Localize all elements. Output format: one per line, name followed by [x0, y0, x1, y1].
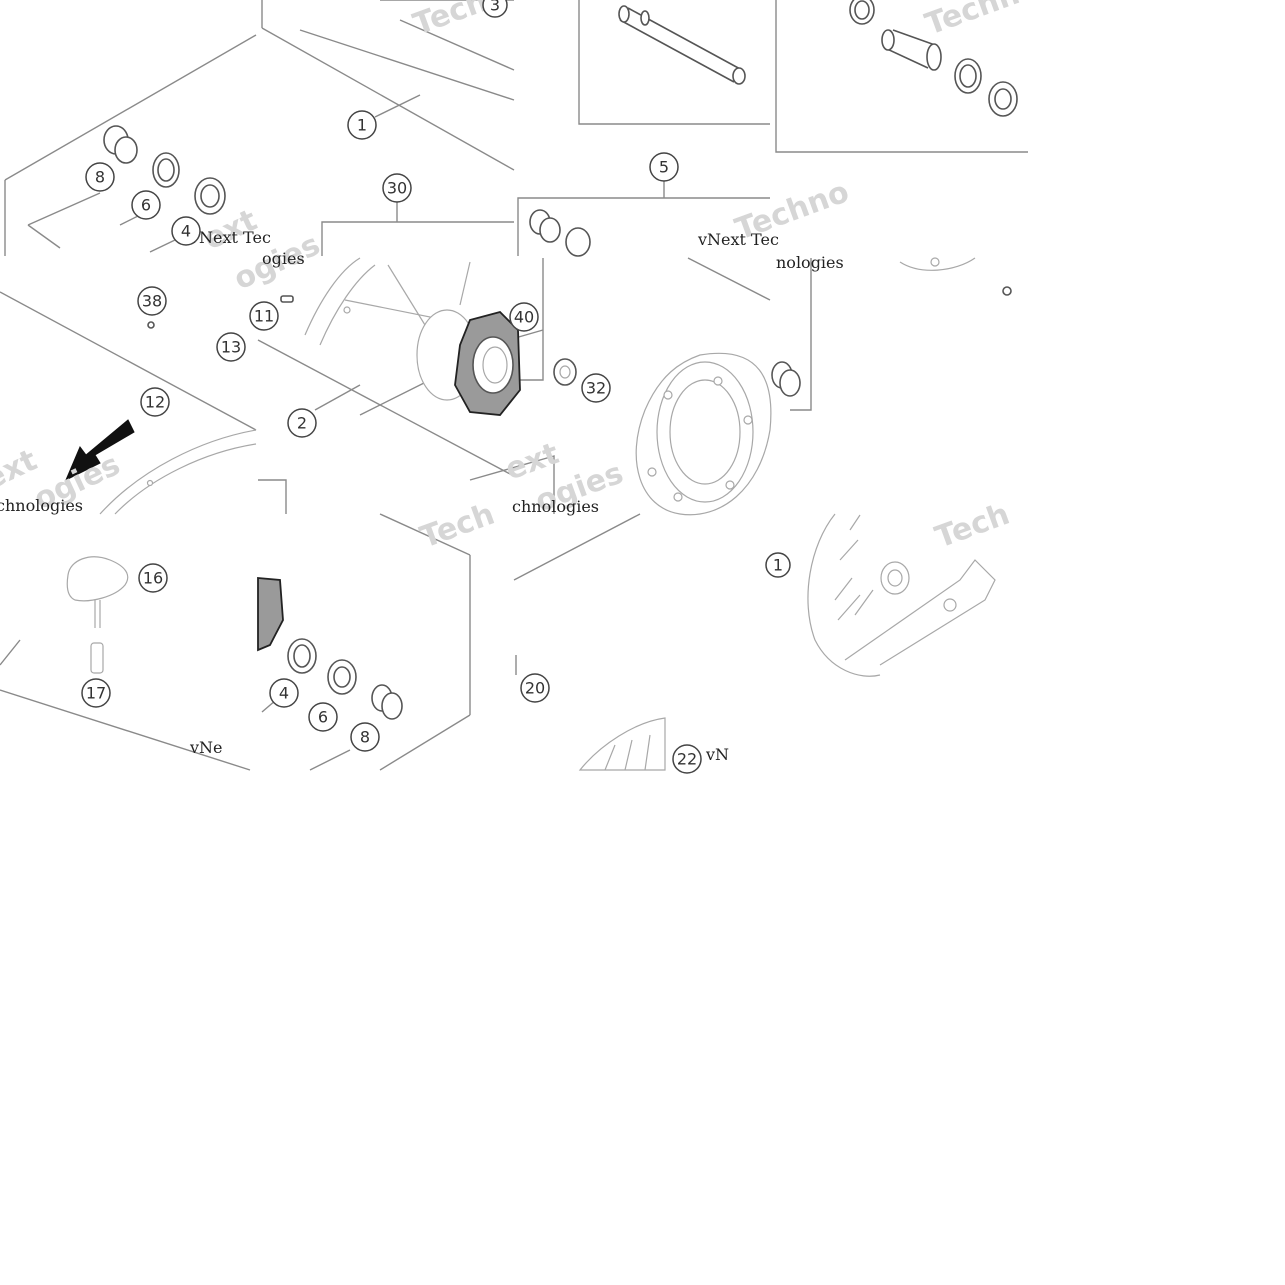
svg-text:6: 6	[141, 196, 151, 215]
axle-part	[618, 5, 746, 85]
seal-ring-part	[152, 152, 180, 188]
screw-part	[1002, 286, 1012, 296]
callout-8[interactable]: 8	[85, 162, 115, 192]
tile-r3c1: vNe	[0, 556, 251, 771]
disc-guard-part	[807, 513, 996, 677]
watermark-fragment: Tech	[416, 497, 499, 556]
callout-4[interactable]: 4	[171, 216, 201, 246]
svg-text:40: 40	[514, 308, 534, 327]
screw-part	[280, 295, 294, 303]
arrow-indicator	[65, 419, 135, 482]
svg-text:38: 38	[142, 292, 162, 311]
tile-r2c2: ogies ogies	[229, 227, 544, 514]
svg-text:5: 5	[659, 158, 669, 177]
svg-text:3: 3	[490, 0, 500, 15]
brake-disc-fragment	[899, 257, 976, 271]
nut-part	[553, 358, 577, 386]
svg-text:11: 11	[254, 307, 274, 326]
callout-40[interactable]: 40	[509, 302, 539, 332]
svg-text:16: 16	[143, 569, 163, 588]
tile-r3c4: Tech	[807, 497, 1014, 677]
callout-32[interactable]: 32	[581, 373, 611, 403]
watermark-fragment: Tech	[931, 497, 1014, 556]
watermark-text: chnologies	[0, 496, 83, 515]
svg-text:8: 8	[95, 168, 105, 187]
watermark-fragment: Techno	[409, 0, 532, 43]
callout-22[interactable]: 22	[672, 744, 702, 774]
callout-17[interactable]: 17	[81, 678, 111, 708]
watermark-text: chnologies	[512, 497, 599, 516]
tile-r1c4: Techno	[775, 0, 1044, 153]
callout-13[interactable]: 13	[216, 332, 246, 362]
bearing-ring-part	[327, 659, 357, 695]
svg-text:4: 4	[279, 684, 289, 703]
tile-r2c3: ext ogies chnologies	[469, 257, 772, 520]
callout-2[interactable]: 2	[287, 408, 317, 438]
tile-r1c3: Techno vNext Tec	[517, 0, 854, 257]
watermark-text: vNext Tec	[189, 228, 271, 247]
svg-text:1: 1	[773, 556, 783, 575]
bearing-ring-part	[988, 81, 1018, 117]
svg-text:32: 32	[586, 379, 606, 398]
seal-ring-part	[287, 638, 317, 674]
callout-20[interactable]: 20	[520, 673, 550, 703]
brake-disc-fragment	[578, 717, 666, 771]
wheel-rim-part	[99, 429, 257, 515]
watermark-text: ogies	[262, 249, 305, 268]
svg-text:2: 2	[297, 414, 307, 433]
hub-part	[416, 309, 521, 416]
tile-r3c3: vN	[513, 513, 729, 771]
callout-16[interactable]: 16	[138, 563, 168, 593]
svg-text:13: 13	[221, 338, 241, 357]
callout-30[interactable]: 30	[382, 173, 412, 203]
callout-6-lower[interactable]: 6	[308, 702, 338, 732]
callout-38[interactable]: 38	[137, 286, 167, 316]
svg-text:30: 30	[387, 179, 407, 198]
spacer-tube-part	[881, 29, 942, 71]
tile-r1c2: Techno	[261, 0, 532, 256]
valve-stem-part	[90, 642, 104, 674]
brake-disc-part	[635, 352, 772, 516]
callout-3-fragment[interactable]: 3	[482, 0, 508, 18]
tile-r2c4: nologies	[771, 253, 1012, 411]
seal-ring-part	[954, 58, 982, 94]
svg-text:12: 12	[145, 393, 165, 412]
callout-6[interactable]: 6	[131, 190, 161, 220]
svg-text:4: 4	[181, 222, 191, 241]
watermark-fragment: Techno	[921, 0, 1044, 43]
callout-8-lower[interactable]: 8	[350, 722, 380, 752]
watermark-text: vNe	[189, 738, 223, 757]
watermark-text: vNext Tec	[697, 230, 779, 249]
callout-5[interactable]: 5	[649, 152, 679, 182]
svg-text:1: 1	[357, 116, 367, 135]
svg-text:22: 22	[677, 750, 697, 769]
bearing-sleeve-part	[771, 361, 801, 397]
bearing-sleeve-part	[103, 125, 138, 164]
tile-r2c1: ext ogies chnologies	[0, 291, 257, 517]
bearing-sleeve-part	[529, 209, 561, 243]
seal-ring-part	[565, 227, 591, 257]
tile-r1c1: ext vNext Tec	[4, 34, 271, 257]
callout-1[interactable]: 1	[347, 110, 377, 140]
tile-r3c2: Tech	[257, 497, 499, 771]
valve-cap-part	[66, 556, 129, 628]
bearing-sleeve-part	[371, 684, 403, 720]
bearing-ring-part	[194, 177, 226, 215]
watermark-text: nologies	[776, 253, 844, 272]
callout-11[interactable]: 11	[249, 301, 279, 331]
callout-4-lower[interactable]: 4	[269, 678, 299, 708]
svg-text:6: 6	[318, 708, 328, 727]
svg-text:8: 8	[360, 728, 370, 747]
svg-text:17: 17	[86, 684, 106, 703]
hub-fragment	[257, 577, 284, 652]
callout-12[interactable]: 12	[140, 387, 170, 417]
ring-part	[849, 0, 875, 25]
svg-text:20: 20	[525, 679, 545, 698]
watermark-text: vN	[705, 745, 729, 764]
callout-1-fragment[interactable]: 1	[765, 552, 791, 578]
